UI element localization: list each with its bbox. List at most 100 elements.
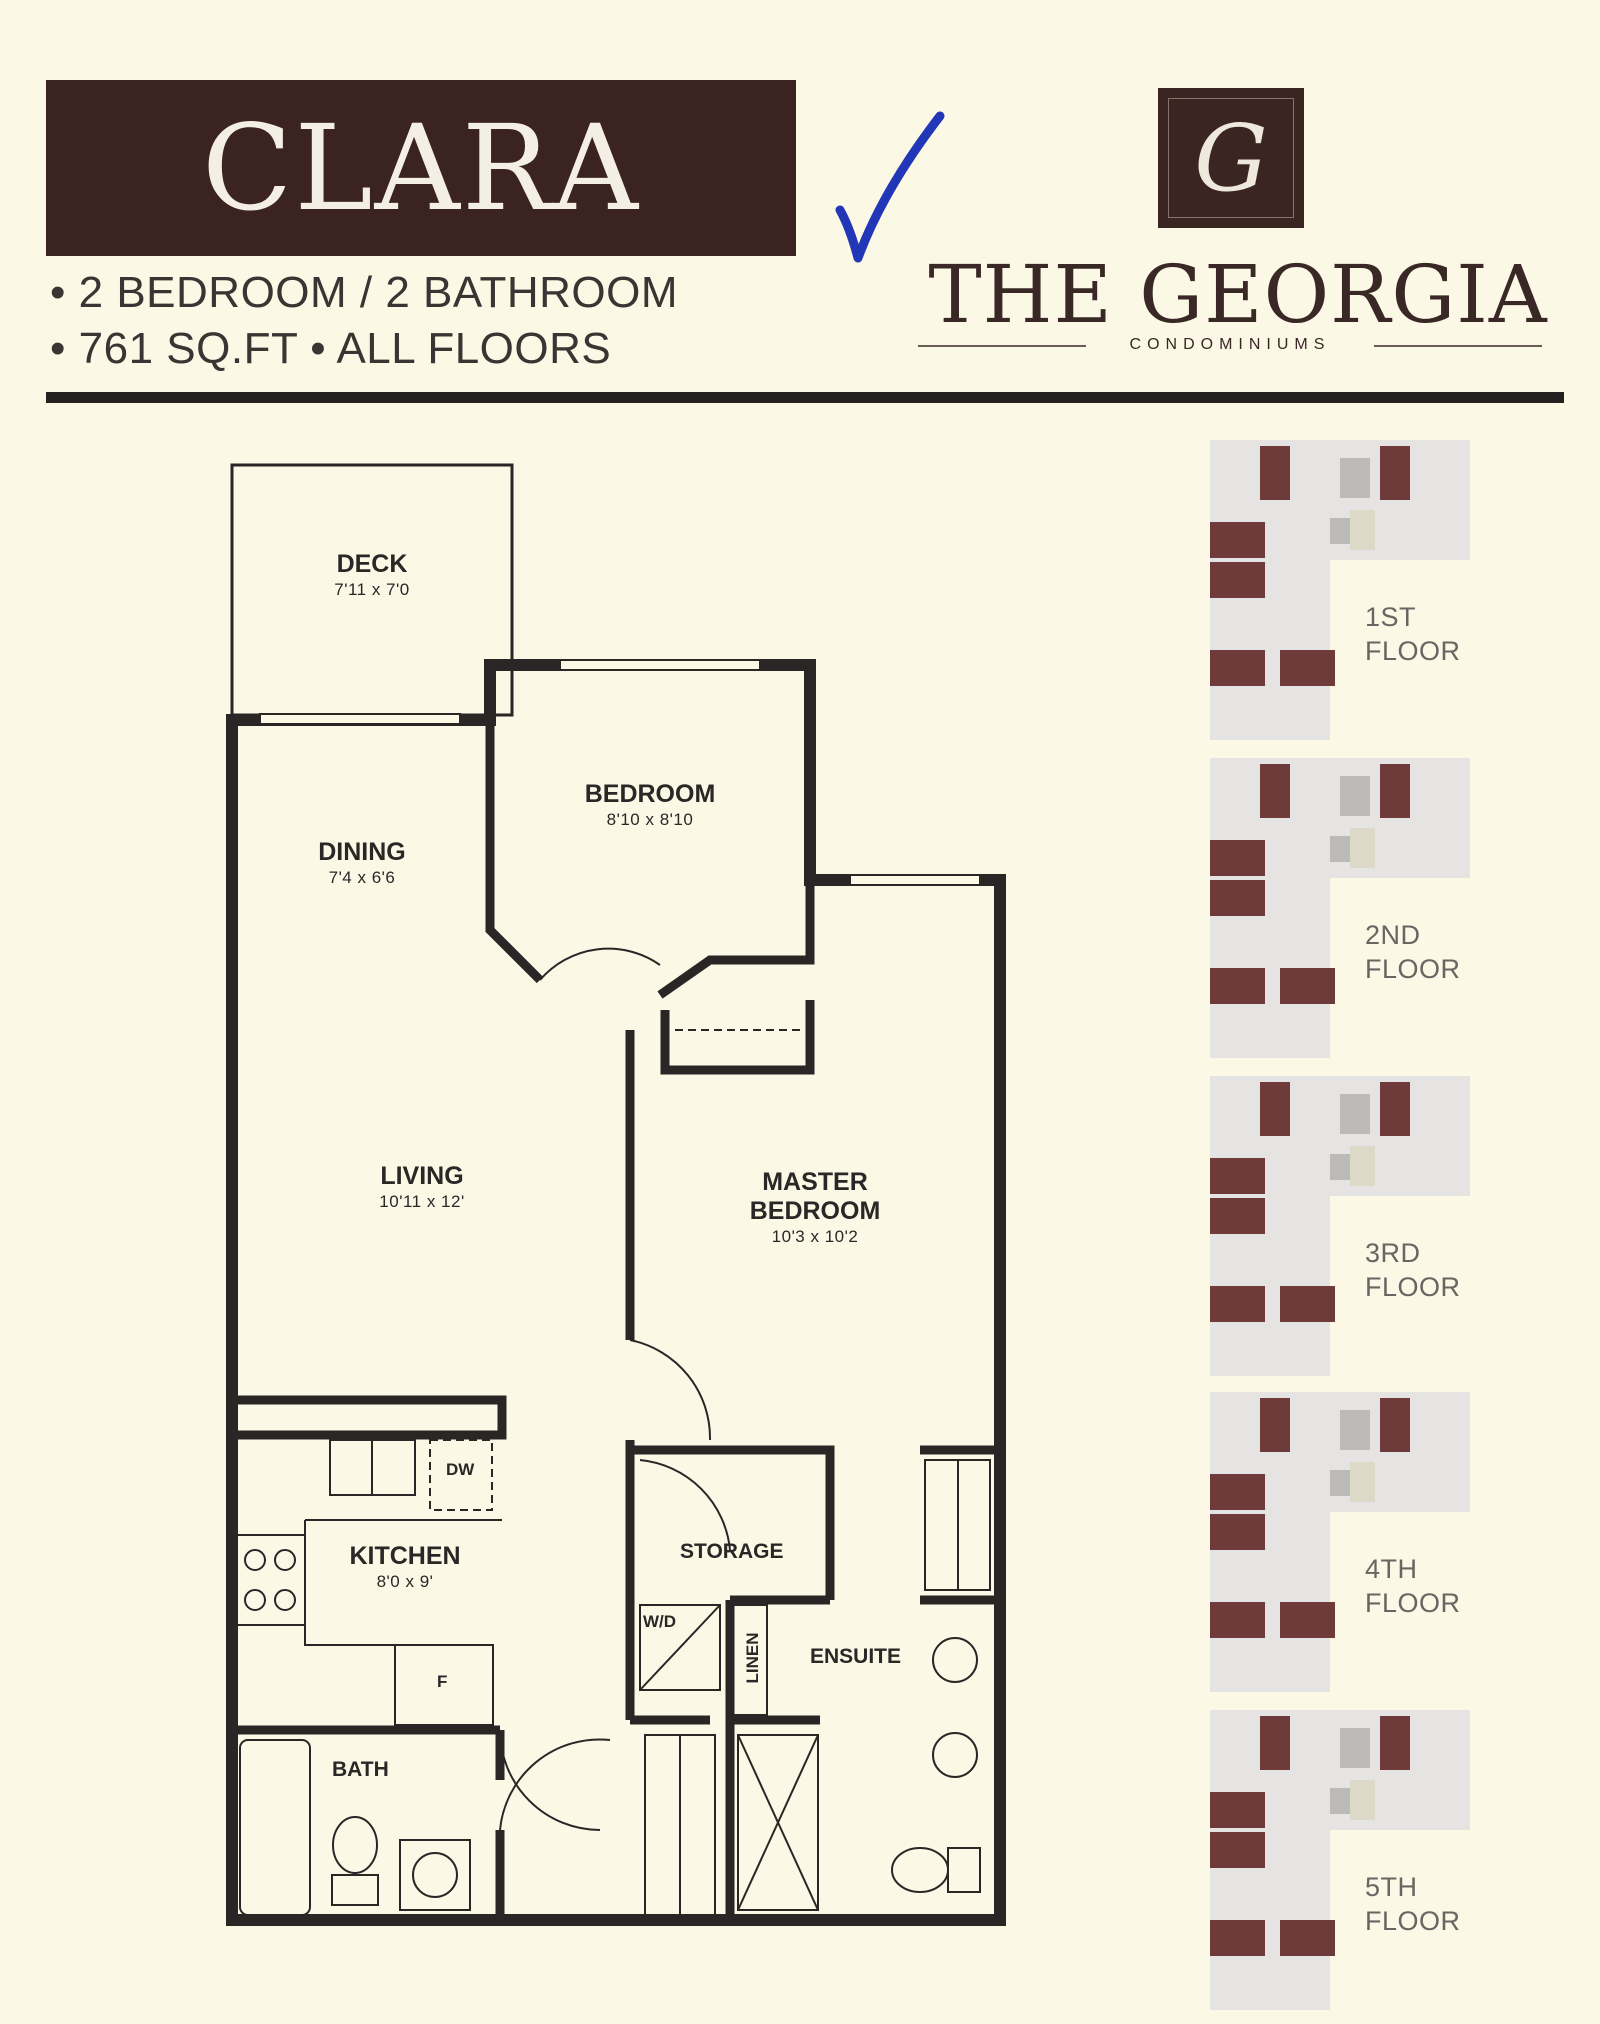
fridge-outline bbox=[394, 1644, 494, 1726]
room-dims: 8'0 x 9' bbox=[376, 1572, 434, 1591]
building-block bbox=[1280, 1840, 1330, 1910]
floor-word: FLOOR bbox=[1365, 1588, 1461, 1618]
unit-highlight bbox=[1210, 880, 1265, 916]
building-block bbox=[1350, 510, 1375, 550]
room-master-bedroom: MASTER BEDROOM 10'3 x 10'2 bbox=[630, 1168, 1000, 1248]
washer-dryer bbox=[639, 1604, 721, 1691]
floor-key-map bbox=[1210, 440, 1470, 740]
unit-highlight bbox=[1210, 1514, 1265, 1550]
ensuite-sink-1 bbox=[932, 1637, 978, 1683]
stove bbox=[234, 1534, 306, 1626]
unit-highlight bbox=[1260, 1398, 1290, 1452]
unit-highlight bbox=[1210, 1832, 1265, 1868]
floor-key-4: 4TH FLOOR bbox=[1210, 1392, 1580, 1692]
room-name: MASTER bbox=[762, 1168, 868, 1196]
building-block bbox=[1280, 1522, 1330, 1592]
bathtub bbox=[239, 1739, 311, 1916]
unit-highlight bbox=[1210, 650, 1265, 686]
unit-highlight bbox=[1210, 968, 1265, 1004]
bedroom-wall-left bbox=[485, 720, 544, 984]
floor-word: FLOOR bbox=[1365, 1272, 1461, 1302]
floor-plan: DECK 7'11 x 7'0 BEDROOM 8'10 x 8'10 DINI… bbox=[190, 450, 1020, 1950]
closet-wall bbox=[920, 1445, 1005, 1600]
brand-name: THE GEORGIA bbox=[928, 248, 1548, 341]
shower bbox=[737, 1734, 819, 1911]
dishwasher-outline bbox=[429, 1439, 493, 1511]
building-block bbox=[1340, 1094, 1370, 1134]
unit-highlight bbox=[1280, 650, 1335, 686]
building-block bbox=[1350, 1780, 1375, 1820]
building-block bbox=[1280, 570, 1330, 640]
unit-highlight bbox=[1280, 1920, 1335, 1956]
washer-dryer-label: W/D bbox=[643, 1612, 677, 1631]
kitchen-counter-top bbox=[232, 1395, 507, 1440]
unit-highlight bbox=[1210, 1286, 1265, 1322]
room-dims: 8'10 x 8'10 bbox=[606, 810, 694, 829]
unit-highlight bbox=[1380, 446, 1410, 500]
room-living: LIVING 10'11 x 12' bbox=[232, 1162, 612, 1213]
unit-highlight bbox=[1260, 764, 1290, 818]
spec-area: • 761 SQ.FT • ALL FLOORS bbox=[50, 324, 612, 373]
unit-highlight bbox=[1210, 1602, 1265, 1638]
building-block bbox=[1350, 828, 1375, 868]
room-deck: DECK 7'11 x 7'0 bbox=[232, 550, 512, 601]
unit-highlight bbox=[1210, 522, 1265, 558]
floor-number: 2ND bbox=[1365, 920, 1421, 950]
unit-highlight bbox=[1210, 1474, 1265, 1510]
floor-label: 2ND FLOOR bbox=[1365, 918, 1461, 986]
window-dining bbox=[259, 713, 461, 725]
title-bar: CLARA bbox=[46, 80, 796, 256]
unit-highlight bbox=[1210, 1920, 1265, 1956]
unit-highlight bbox=[1380, 1082, 1410, 1136]
unit-highlight bbox=[1380, 1716, 1410, 1770]
unit-highlight bbox=[1260, 1716, 1290, 1770]
room-bath: BATH bbox=[332, 1758, 389, 1781]
floor-key-2: 2ND FLOOR bbox=[1210, 758, 1580, 1058]
unit-highlight bbox=[1260, 446, 1290, 500]
checkmark-icon bbox=[835, 111, 945, 263]
bath-door-swing bbox=[499, 1738, 611, 1831]
storage-wall-top bbox=[630, 1445, 835, 1600]
linen-closet bbox=[731, 1604, 768, 1716]
building-block bbox=[1340, 1728, 1370, 1768]
unit-highlight bbox=[1380, 1398, 1410, 1452]
floor-number: 4TH bbox=[1365, 1554, 1418, 1584]
window-bedroom bbox=[559, 659, 761, 671]
floor-key-5: 5TH FLOOR bbox=[1210, 1710, 1580, 2010]
floor-label: 4TH FLOOR bbox=[1365, 1552, 1461, 1620]
building-block bbox=[1340, 458, 1370, 498]
room-kitchen: KITCHEN 8'0 x 9' bbox=[305, 1542, 505, 1593]
subtitle-rules bbox=[918, 345, 1542, 347]
room-dims: 10'3 x 10'2 bbox=[771, 1227, 859, 1246]
unit-highlight bbox=[1280, 968, 1335, 1004]
room-name: KITCHEN bbox=[349, 1542, 461, 1570]
dishwasher-label: DW bbox=[446, 1460, 475, 1479]
room-storage: STORAGE bbox=[680, 1540, 784, 1563]
floor-key-map bbox=[1210, 1392, 1470, 1692]
bath-door-swing-2 bbox=[499, 1729, 601, 1831]
unit-highlight bbox=[1210, 1792, 1265, 1828]
unit-highlight bbox=[1280, 1602, 1335, 1638]
ensuite-sink-2 bbox=[932, 1732, 978, 1778]
linen-label: LINEN bbox=[743, 1632, 762, 1684]
building-block bbox=[1340, 776, 1370, 816]
room-name: BEDROOM bbox=[584, 780, 716, 808]
room-name: DECK bbox=[336, 550, 408, 578]
floor-number: 5TH bbox=[1365, 1872, 1418, 1902]
spec-bedrooms: • 2 BEDROOM / 2 BATHROOM bbox=[50, 268, 678, 317]
room-dims: 10'11 x 12' bbox=[379, 1192, 465, 1211]
floor-key-map bbox=[1210, 1076, 1470, 1376]
room-bedroom: BEDROOM 8'10 x 8'10 bbox=[490, 780, 810, 831]
floor-number: 1ST bbox=[1365, 602, 1417, 632]
room-name: LIVING bbox=[380, 1162, 464, 1190]
brand-logo: G bbox=[1158, 88, 1304, 228]
room-dims: 7'4 x 6'6 bbox=[328, 868, 396, 887]
plan-drawing bbox=[226, 463, 1006, 1926]
floor-word: FLOOR bbox=[1365, 1906, 1461, 1936]
floor-word: FLOOR bbox=[1365, 954, 1461, 984]
bath-sink bbox=[399, 1839, 471, 1911]
unit-highlight bbox=[1280, 1286, 1335, 1322]
